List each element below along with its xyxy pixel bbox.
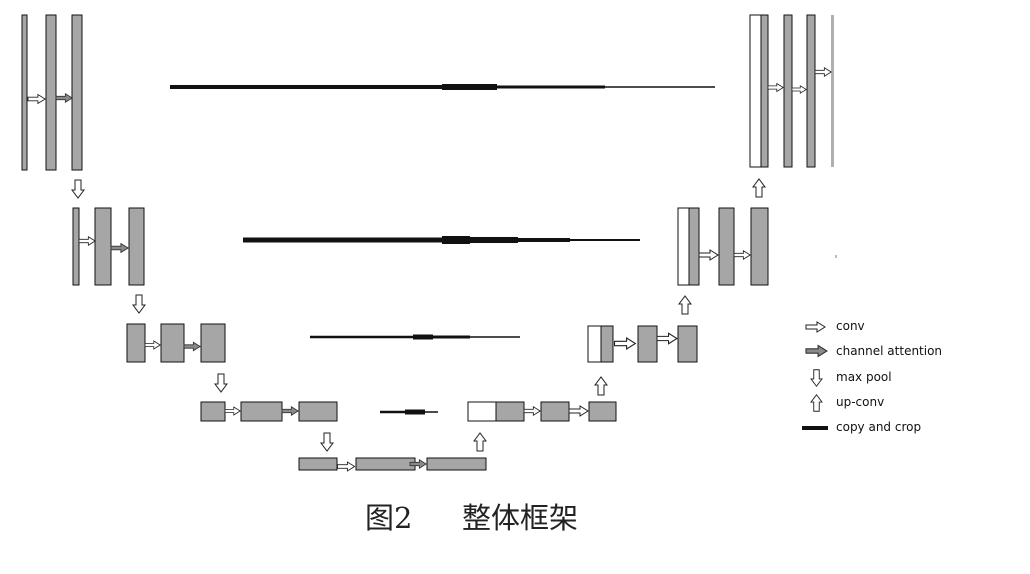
- max-pool-arrow-icon: [810, 369, 823, 387]
- figure-title: 整体框架: [462, 501, 578, 535]
- encoder-level-3: [126, 323, 226, 363]
- channel-attention-arrow-icon: [281, 406, 299, 416]
- conv-arrow-icon: [78, 236, 96, 246]
- legend-item-copy-and-crop: copy and crop: [802, 420, 921, 434]
- feature-block: [200, 323, 226, 363]
- conv-arrow-icon: [27, 94, 46, 104]
- conv-arrow-icon: [733, 250, 751, 260]
- conv-arrow-icon: [814, 67, 832, 77]
- conv-arrow-icon: [805, 321, 826, 333]
- conv-arrow-icon: [568, 405, 589, 417]
- conv-arrow-icon: [337, 461, 356, 472]
- feature-block: [540, 401, 570, 422]
- conv-arrow-icon: [767, 83, 784, 92]
- decoder-level-4: [467, 401, 617, 422]
- conv-arrow-icon: [224, 406, 241, 416]
- conv-arrow-icon: [613, 337, 637, 350]
- conv-arrow-icon: [144, 340, 161, 350]
- decoder-level-3: [587, 325, 698, 363]
- conv-arrow-icon: [656, 332, 678, 345]
- up-conv-arrow-icon: [752, 178, 766, 198]
- feature-block: [200, 401, 226, 422]
- legend-label-copy-and-crop: copy and crop: [836, 420, 921, 434]
- channel-attention-arrow-icon: [55, 93, 73, 103]
- legend-label-up-conv: up-conv: [836, 395, 884, 409]
- feature-block: [426, 457, 487, 471]
- feature-block: [637, 325, 658, 363]
- feature-block: [600, 325, 614, 363]
- feature-block: [94, 207, 112, 286]
- decoder-level-1: [749, 14, 834, 168]
- feature-block: [750, 207, 769, 286]
- feature-block: [298, 401, 338, 422]
- feature-block: [71, 14, 83, 171]
- legend-label-max-pool: max pool: [836, 370, 892, 384]
- output-block: [831, 15, 834, 167]
- upsampled-block: [587, 325, 602, 363]
- feature-block: [718, 207, 735, 286]
- figure-label: 图2: [365, 501, 412, 535]
- up-conv-arrow-icon: [594, 376, 608, 396]
- feature-block: [495, 401, 525, 422]
- upsampled-block: [749, 14, 762, 168]
- feature-block: [760, 14, 769, 168]
- channel-attention-arrow-icon: [110, 242, 129, 254]
- feature-block: [588, 401, 617, 422]
- feature-block: [688, 207, 700, 286]
- feature-block: [677, 325, 698, 363]
- conv-arrow-icon: [698, 249, 719, 261]
- channel-attention-arrow-icon: [805, 344, 828, 358]
- feature-block: [240, 401, 283, 422]
- encoder-level-2: [72, 207, 145, 286]
- legend-label-conv: conv: [836, 319, 865, 333]
- feature-block: [72, 207, 80, 286]
- feature-block: [128, 207, 145, 286]
- feature-block: [160, 323, 185, 363]
- upsampled-block: [467, 401, 497, 422]
- up-conv-arrow-icon: [810, 394, 823, 412]
- max-pool-arrow-icon: [214, 373, 228, 393]
- up-conv-arrow-icon: [678, 295, 692, 315]
- feature-block: [45, 14, 57, 171]
- feature-block: [806, 14, 816, 168]
- legend-label-channel-attention: channel attention: [836, 344, 942, 358]
- upsampled-block: [677, 207, 690, 286]
- feature-block: [298, 457, 338, 471]
- legend-item-conv: conv: [805, 319, 865, 333]
- stray-dot: [835, 255, 837, 258]
- feature-block: [355, 457, 416, 471]
- max-pool-arrow-icon: [320, 432, 334, 452]
- max-pool-arrow-icon: [71, 179, 85, 199]
- encoder-level-4: [200, 401, 338, 422]
- bottleneck-level: [298, 457, 487, 472]
- legend-item-channel-attention: channel attention: [805, 344, 942, 358]
- up-conv-arrow-icon: [473, 432, 487, 452]
- decoder-level-2: [677, 207, 837, 286]
- channel-attention-arrow-icon: [183, 341, 201, 352]
- feature-block: [21, 14, 28, 171]
- encoder-level-1: [21, 14, 83, 171]
- legend-item-up-conv: up-conv: [810, 394, 884, 412]
- conv-arrow-icon: [791, 85, 807, 94]
- max-pool-arrow-icon: [132, 294, 146, 314]
- legend-item-max-pool: max pool: [810, 369, 892, 387]
- conv-arrow-icon: [523, 406, 541, 416]
- figure-caption: 图2 整体框架: [365, 501, 578, 535]
- feature-block: [783, 14, 793, 168]
- legend: conv channel attention max pool up-conv …: [802, 319, 942, 434]
- feature-block: [126, 323, 146, 363]
